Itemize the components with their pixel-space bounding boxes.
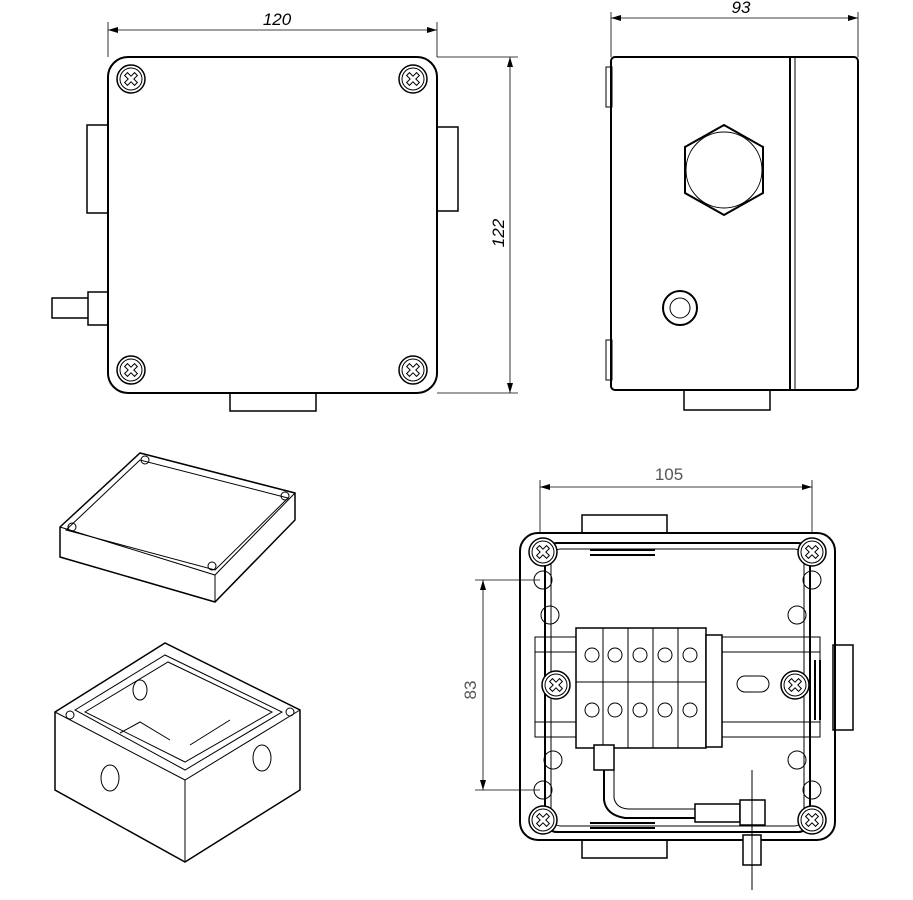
bottom-gland [581,839,668,859]
enclosure-body [107,56,438,394]
terminal-block [575,627,707,749]
isometric-box [54,642,301,863]
screw-icon [398,355,428,385]
isometric-lid [59,452,296,603]
right-gland [436,126,459,212]
screw-icon [116,64,146,94]
right-gland [832,644,854,731]
width-dimension: 120 [263,10,292,29]
front-view: 120 122 [51,10,518,412]
inner-width-dimension: 105 [655,465,683,484]
ground-wire [603,745,740,819]
depth-dimension: 93 [732,0,751,17]
inner-height-dimension: 83 [461,681,480,700]
enclosure-side [610,56,859,391]
open-view: 105 83 [461,465,854,890]
vent-plug [662,290,698,326]
enclosure-base [519,532,836,841]
screw-icon [116,355,146,385]
hex-gland [684,123,764,217]
left-gland [86,124,109,214]
screw-icon [398,64,428,94]
side-fitting [51,291,109,326]
top-gland [581,514,668,534]
side-view: 93 [605,0,859,411]
bottom-gland [229,392,317,412]
height-dimension: 122 [489,218,508,247]
bottom-gland [683,389,771,411]
